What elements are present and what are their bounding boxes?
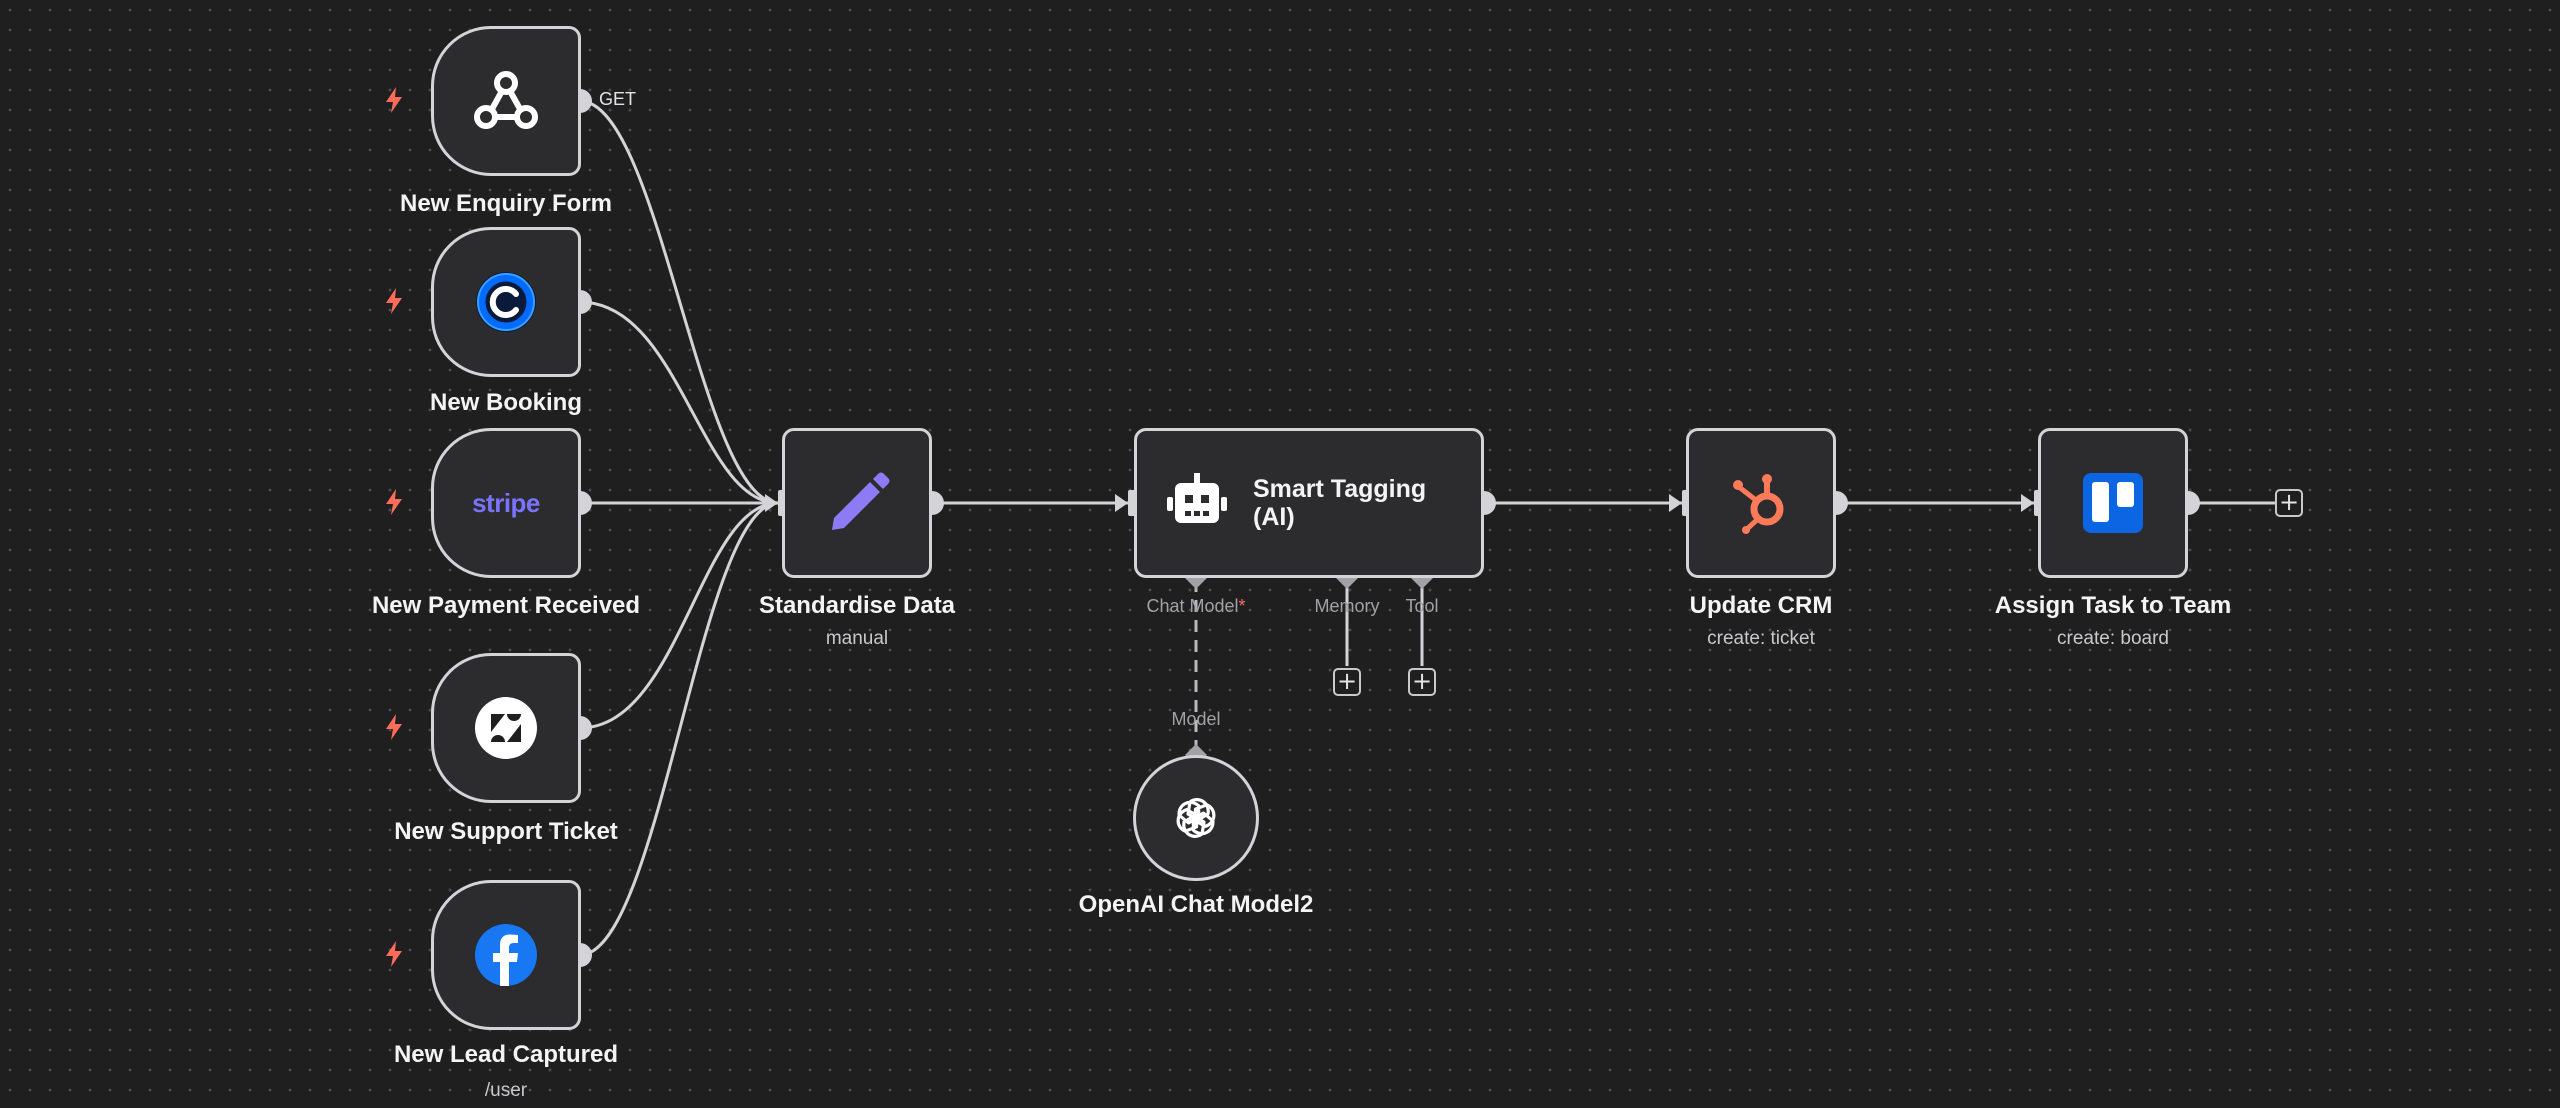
node-label: OpenAI Chat Model2	[1078, 891, 1314, 918]
node-openai-chat-model2[interactable]	[1133, 755, 1259, 881]
node-new-support-ticket[interactable]	[431, 653, 581, 803]
port-label-text: Chat Model	[1146, 596, 1239, 616]
node-new-payment-received[interactable]: stripe	[431, 428, 581, 578]
node-label: New Enquiry Form	[399, 190, 613, 217]
node-label: New Booking	[429, 389, 583, 416]
node-label: Update CRM	[1689, 592, 1833, 619]
node-subtitle: manual	[825, 628, 889, 649]
http-method-label: GET	[599, 89, 637, 109]
openai-icon	[1168, 790, 1224, 846]
node-subtitle: /user	[484, 1080, 528, 1101]
stripe-logo-icon: stripe	[472, 487, 540, 518]
robot-icon	[1165, 471, 1229, 535]
trigger-bolt-icon	[386, 489, 402, 515]
hubspot-icon	[1729, 471, 1793, 535]
node-label: New Support Ticket	[394, 818, 618, 845]
trello-icon	[2081, 471, 2145, 535]
node-new-enquiry-form[interactable]	[431, 26, 581, 176]
node-new-booking[interactable]	[431, 227, 581, 377]
port-label-model: Model	[1171, 709, 1221, 729]
node-label: New Lead Captured	[393, 1041, 619, 1068]
port-label-tool: Tool	[1405, 596, 1439, 616]
trigger-bolt-icon	[386, 714, 402, 740]
node-new-lead-captured[interactable]	[431, 880, 581, 1030]
node-update-crm[interactable]	[1686, 428, 1836, 578]
connection-lead-standardise	[579, 501, 779, 957]
connection-support-standardise	[579, 501, 779, 730]
required-mark: *	[1238, 596, 1246, 616]
node-label: New Payment Received	[371, 592, 641, 619]
pencil-icon	[822, 468, 892, 538]
trigger-bolt-icon	[386, 87, 402, 113]
facebook-icon	[475, 924, 537, 986]
node-subtitle: create: ticket	[1707, 628, 1815, 649]
port-label-memory: Memory	[1314, 596, 1380, 616]
node-label: Standardise Data	[758, 592, 956, 619]
port-label-chat-model: Chat Model*	[1146, 596, 1245, 617]
node-label: Assign Task to Team	[1994, 592, 2232, 619]
node-title: Smart Tagging (AI)	[1253, 475, 1426, 531]
calendly-icon	[474, 270, 538, 334]
trigger-bolt-icon	[386, 288, 402, 314]
node-standardise-data[interactable]	[782, 428, 932, 578]
node-title-line1: Smart Tagging	[1253, 475, 1427, 503]
node-subtitle: create: board	[2057, 628, 2169, 649]
node-assign-task-to-team[interactable]	[2038, 428, 2188, 578]
add-next-node-button[interactable]: +	[2275, 489, 2303, 517]
add-memory-button[interactable]: +	[1333, 668, 1361, 696]
connection-enquiry-standardise	[579, 99, 779, 505]
connection-booking-standardise	[579, 300, 779, 505]
node-title-line2: (AI)	[1253, 503, 1295, 531]
zendesk-icon	[474, 696, 538, 760]
node-smart-tagging-ai[interactable]: Smart Tagging (AI)	[1134, 428, 1484, 578]
trigger-bolt-icon	[386, 941, 402, 967]
webhook-icon	[472, 67, 540, 135]
add-tool-button[interactable]: +	[1408, 668, 1436, 696]
